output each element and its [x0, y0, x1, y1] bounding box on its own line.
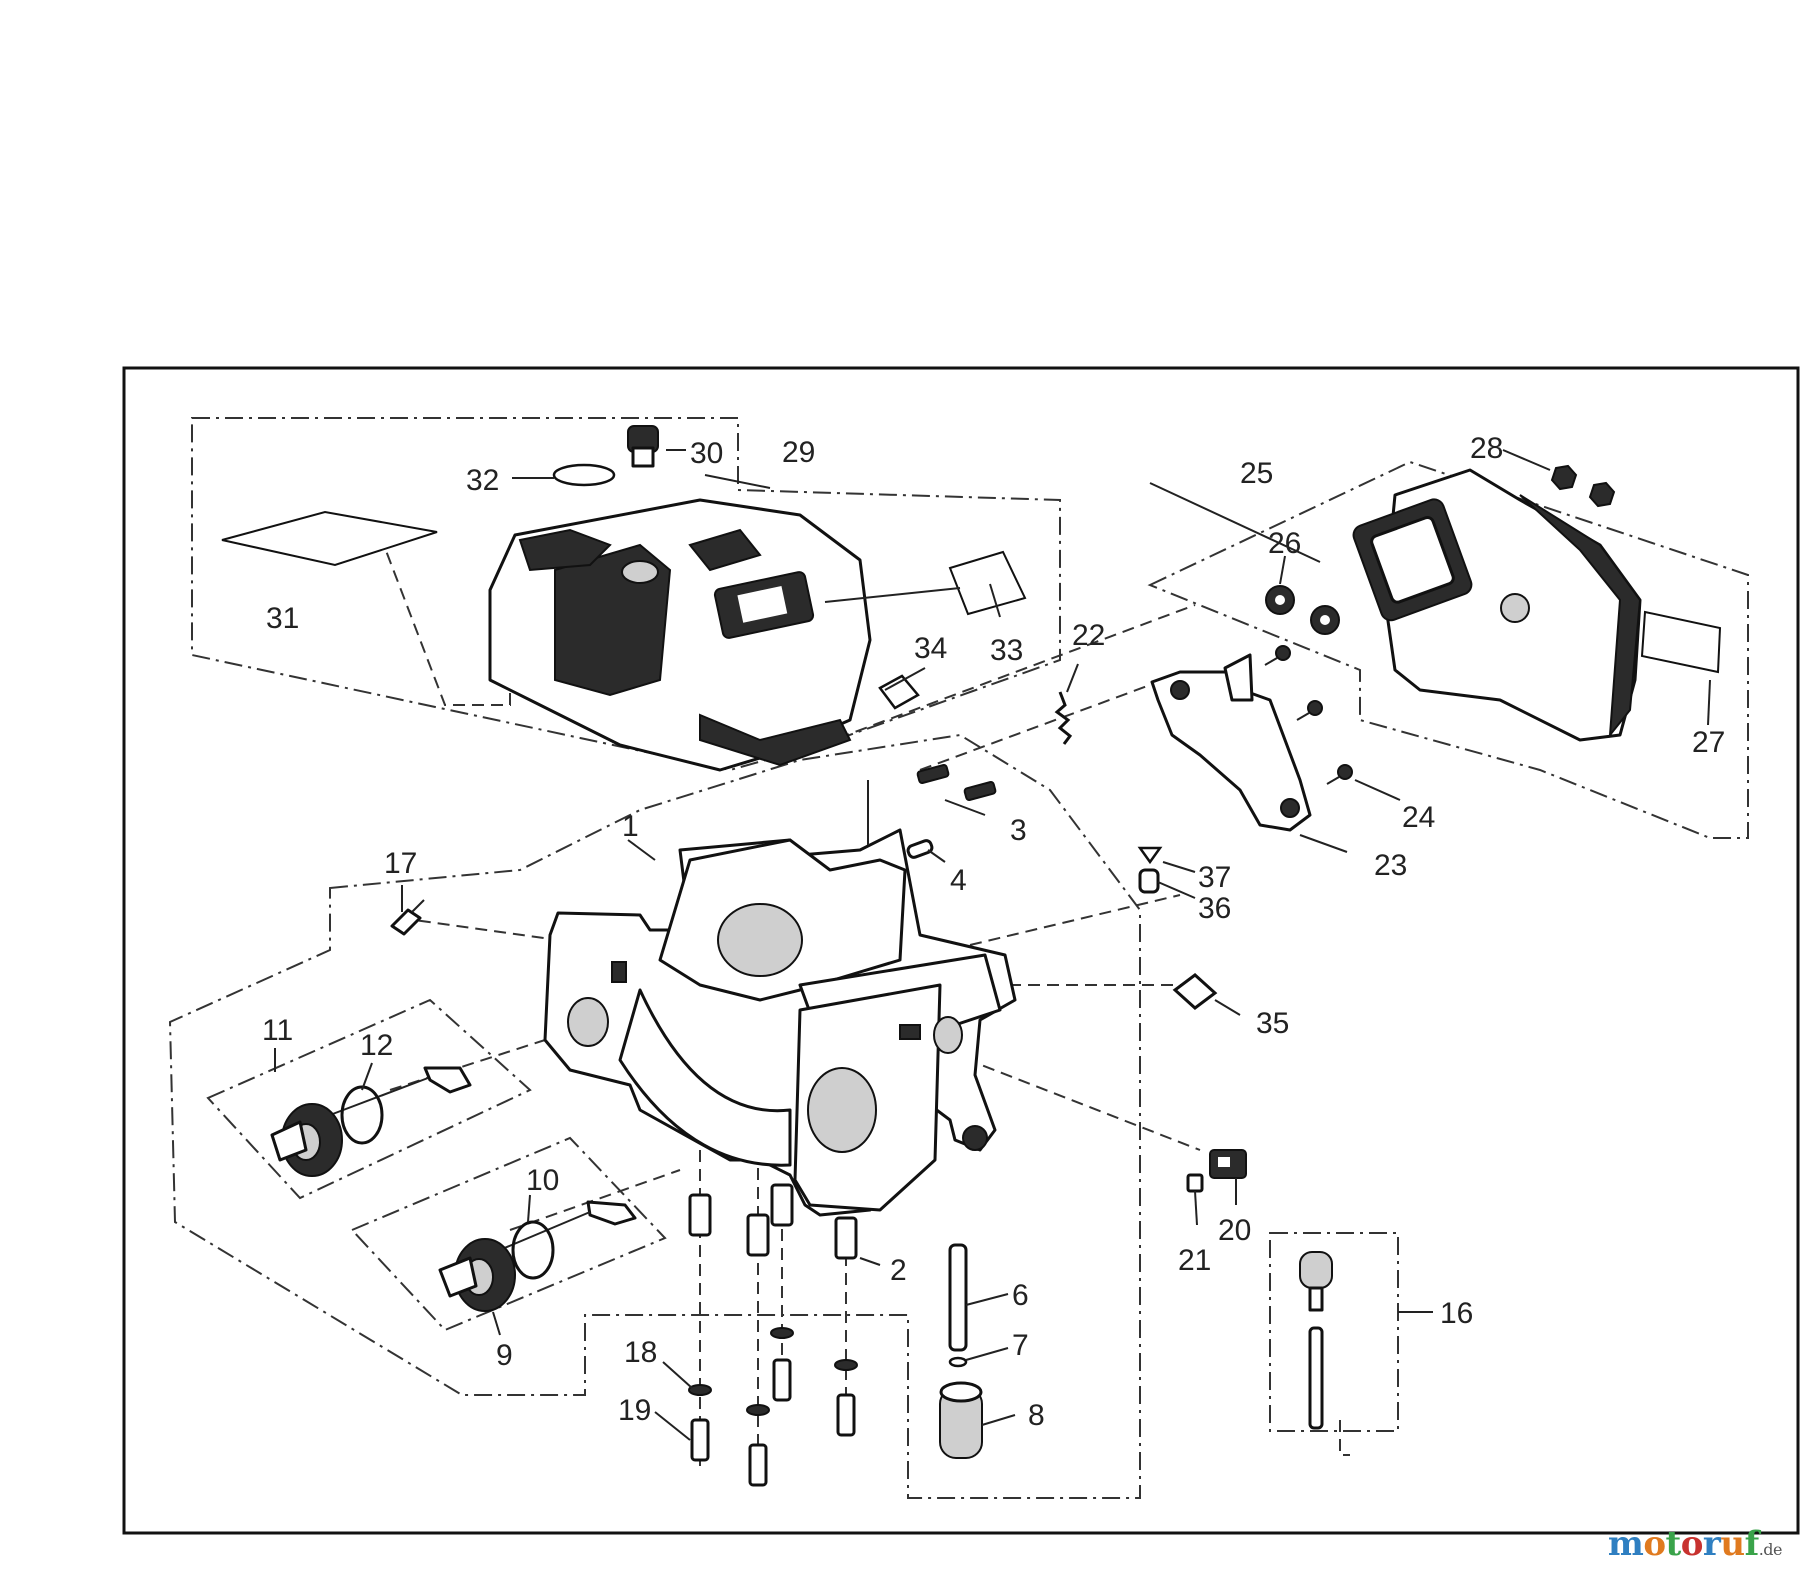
callout-28: 28: [1470, 432, 1503, 465]
callout-27: 27: [1692, 726, 1725, 759]
filler-cap-part: [627, 425, 659, 468]
screw-part: [690, 1358, 856, 1487]
valve-part: [1137, 846, 1163, 865]
callout-36: 36: [1198, 892, 1231, 925]
callout-37: 37: [1198, 861, 1231, 894]
callout-35: 35: [1256, 1007, 1289, 1040]
callout-34: 34: [914, 632, 947, 665]
callout-17: 17: [384, 847, 417, 880]
watermark-brand: motoruf: [1607, 1524, 1759, 1564]
callout-18: 18: [624, 1336, 657, 1369]
dipstick-part: [1299, 1251, 1333, 1430]
callout-32: 32: [466, 464, 499, 497]
gasket-part: [1186, 1173, 1204, 1193]
top-cover-part: [488, 498, 872, 772]
callout-11: 11: [262, 1014, 293, 1047]
ring-part: [552, 463, 616, 487]
tank-cap-part: [438, 1238, 516, 1312]
crankcase-part: [543, 780, 1017, 1217]
callout-6: 6: [1012, 1279, 1029, 1312]
callout-23: 23: [1374, 849, 1407, 882]
callout-24: 24: [1402, 801, 1435, 834]
callout-12: 12: [360, 1029, 393, 1062]
callout-7: 7: [1012, 1329, 1029, 1362]
callout-25: 25: [1240, 457, 1273, 490]
leader-lines: [274, 449, 1711, 1441]
hose-part: [948, 1243, 968, 1352]
group-29-outline: [191, 417, 1061, 772]
switch-part: [1209, 1149, 1247, 1179]
callout-4: 4: [950, 864, 967, 897]
callout-19: 19: [618, 1394, 651, 1427]
assembly-line: [819, 604, 1196, 746]
pin-part: [906, 839, 934, 859]
callout-20: 20: [1218, 1214, 1251, 1247]
sticker-part: [1172, 973, 1218, 1010]
spacer-part: [1265, 585, 1340, 635]
sticker-part: [221, 510, 438, 567]
valve-part: [390, 899, 425, 936]
assembly-line: [509, 1169, 681, 1231]
fuel-filter-part: [939, 1381, 983, 1459]
callout-21: 21: [1178, 1244, 1211, 1277]
group-11-outline: [206, 998, 532, 1200]
callout-3: 3: [1010, 814, 1027, 847]
nut-part: [1550, 464, 1616, 508]
watermark-tld: .de: [1758, 1540, 1783, 1559]
o-ring-part: [511, 1220, 555, 1280]
group-25-outline: [1147, 460, 1749, 839]
callout-labels: 1 2 3 4 6 7 8 9 10 11 12 16 17 18 19 20 …: [262, 432, 1725, 1432]
callout-2: 2: [890, 1254, 907, 1287]
stud-part: [916, 763, 997, 802]
callout-29: 29: [782, 436, 815, 469]
chain-guard-part: [1352, 468, 1642, 742]
group-16-outline: [1269, 1232, 1399, 1432]
watermark-logo: motoruf.de: [1607, 1524, 1783, 1564]
o-ring-part: [340, 1085, 384, 1145]
screw-part: [1264, 645, 1353, 785]
washer-part: [688, 1327, 858, 1416]
callout-9: 9: [496, 1339, 513, 1372]
callout-8: 8: [1028, 1399, 1045, 1432]
sticker-part: [948, 550, 1027, 616]
callout-30: 30: [690, 437, 723, 470]
spring-part: [1054, 691, 1073, 745]
group-1-outline: [168, 733, 1141, 1499]
assembly-line: [1339, 1420, 1350, 1456]
tank-cap-part: [270, 1103, 343, 1177]
callout-22: 22: [1072, 619, 1105, 652]
sticker-part: [878, 674, 920, 710]
assembly-line: [379, 534, 511, 706]
callout-26: 26: [1268, 527, 1301, 560]
sticker-part: [1640, 610, 1722, 674]
ring-part: [948, 1356, 968, 1368]
fuel-strainer-part: [329, 1066, 637, 1253]
plate-part: [1150, 653, 1312, 832]
callout-1: 1: [622, 810, 639, 843]
assembly-line: [919, 684, 1151, 771]
callout-33: 33: [990, 634, 1023, 667]
diagram-frame: [122, 366, 1800, 1535]
callout-10: 10: [526, 1164, 559, 1197]
callout-16: 16: [1440, 1297, 1473, 1330]
callout-31: 31: [266, 602, 299, 635]
group-9-outline: [350, 1136, 667, 1332]
sleeve-part: [1138, 868, 1160, 894]
assembly-line: [969, 894, 1181, 946]
sleeve-part: [688, 1183, 858, 1260]
